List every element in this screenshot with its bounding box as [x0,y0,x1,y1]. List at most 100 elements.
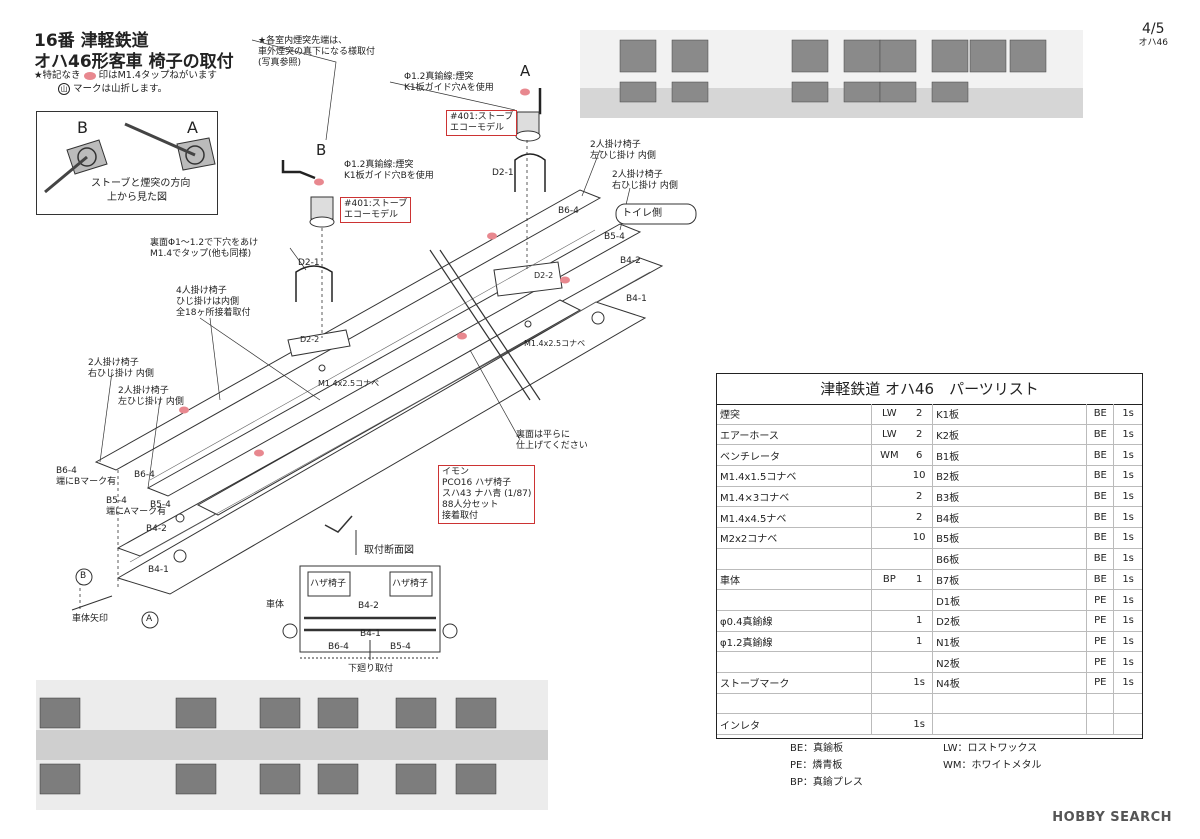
parts-cell: 10 [906,527,933,549]
parts-cell: M2x2コナベ [717,527,872,549]
parts-cell: 1s [1113,527,1142,549]
parts-cell: D2板 [932,610,1087,632]
stove-b-label: #401:ストーブエコーモデル [340,197,412,223]
inset-caption-1: ストーブと煙突の方向 [91,178,191,189]
stove-chimney-drawing [44,122,216,194]
parts-cell: 1s [1113,404,1142,425]
parts-cell: 1s [1113,631,1142,653]
parts-cell [871,486,907,508]
parts-cell: K2板 [932,424,1087,446]
legend-left: BE：真鍮板 PE：燐青板 BP：真鍮プレス [790,740,863,791]
parts-cell [932,713,1087,735]
seat4-note: 4人掛け椅子ひじ掛けは内側全18ヶ所接着取付 [176,286,251,318]
parts-cell: 1 [906,610,933,632]
flat-note: 裏面は平らに仕上げてください [516,430,588,451]
plate-label: B4-1 [360,629,381,639]
parts-cell [871,465,907,487]
bottom-photo [36,680,548,810]
parts-cell: BE [1086,424,1114,446]
parts-cell: 10 [906,465,933,487]
legend-lw: LW：ロストワックス [943,743,1038,754]
parts-cell: 1s [1113,610,1142,632]
plate-label: B6-4 [328,642,349,652]
screw-a-label: M1.4x2.5コナベ [524,339,586,348]
parts-cell: 1 [906,569,933,591]
stove-direction-inset: B A ストーブと煙突の方向 上から見た図 [36,111,218,215]
plate-label: B5-4 [390,642,411,652]
parts-cell: M1.4x1.5コナベ [717,465,872,487]
parts-cell: B7板 [932,569,1087,591]
mountain-fold-icon: 山 [58,83,70,95]
plate-label: D2-1 [298,258,320,268]
parts-cell [1113,693,1142,715]
parts-cell: ベンチレータ [717,444,872,467]
parts-cell [1113,713,1142,735]
parts-cell [871,610,907,632]
legend-pe: PE：燐青板 [790,760,843,771]
parts-cell [906,693,933,715]
parts-cell: 2 [906,506,933,529]
parts-cell: B2板 [932,465,1087,487]
parts-cell: N1板 [932,631,1087,653]
parts-cell [717,693,872,715]
section-seat-right: ハザ椅子 [392,579,429,589]
parts-cell: 1s [1113,569,1142,591]
parts-cell: 1s [906,713,933,735]
seat2-right-top-label: 2人掛け椅子右ひじ掛け 内側 [612,170,678,191]
parts-cell: B6板 [932,548,1087,570]
top-photo [580,30,1083,118]
parts-cell: 1s [1113,672,1142,694]
parts-row: インレタ 1s [717,713,1142,735]
plate-label: B6-4 [134,470,155,480]
plate-b6-4 [94,189,602,471]
parts-cell: 1s [1113,486,1142,508]
inset-label-b: B [77,118,88,137]
parts-cell [871,713,907,735]
parts-cell: 1s [1113,589,1142,611]
parts-cell [871,672,907,694]
parts-cell: 煙突 [717,404,872,425]
parts-cell: φ1.2真鍮線 [717,631,872,653]
section-body-label: 車体 [266,600,285,610]
parts-cell: PE [1086,589,1114,611]
section-title: 取付断面図 [364,545,414,556]
parts-cell [871,506,907,529]
parts-list-title: 津軽鉄道 オハ46 パーツリスト [717,374,1142,405]
parts-cell: BE [1086,444,1114,467]
parts-cell: LW [871,424,907,446]
parts-cell: インレタ [717,713,872,735]
parts-cell: PE [1086,631,1114,653]
parts-cell: 1s [1113,506,1142,529]
parts-cell: PE [1086,672,1114,694]
parts-cell: D1板 [932,589,1087,611]
parts-cell: 1 [906,631,933,653]
parts-cell: LW [871,404,907,425]
plate-label: D2-1 [492,168,514,178]
parts-cell: φ0.4真鍮線 [717,610,872,632]
parts-cell: 車体 [717,569,872,591]
header-note-1: ★特記なき 印はM1.4タップねがいます [34,70,217,81]
seat2-left-top-label: 2人掛け椅子左ひじ掛け 内側 [590,140,656,161]
parts-cell: PE [1086,651,1114,673]
parts-row [717,693,1142,715]
parts-cell: BE [1086,506,1114,529]
plate-label: B4-1 [148,565,169,575]
parts-cell: B4板 [932,506,1087,529]
plate-label: B4-1 [626,294,647,304]
parts-cell: BP [871,569,907,591]
parts-cell: エアーホース [717,424,872,446]
parts-cell: N2板 [932,651,1087,673]
legend-bp: BP：真鍮プレス [790,777,863,788]
legend-right: LW：ロストワックス WM：ホワイトメタル [943,740,1042,774]
parts-cell: BE [1086,569,1114,591]
